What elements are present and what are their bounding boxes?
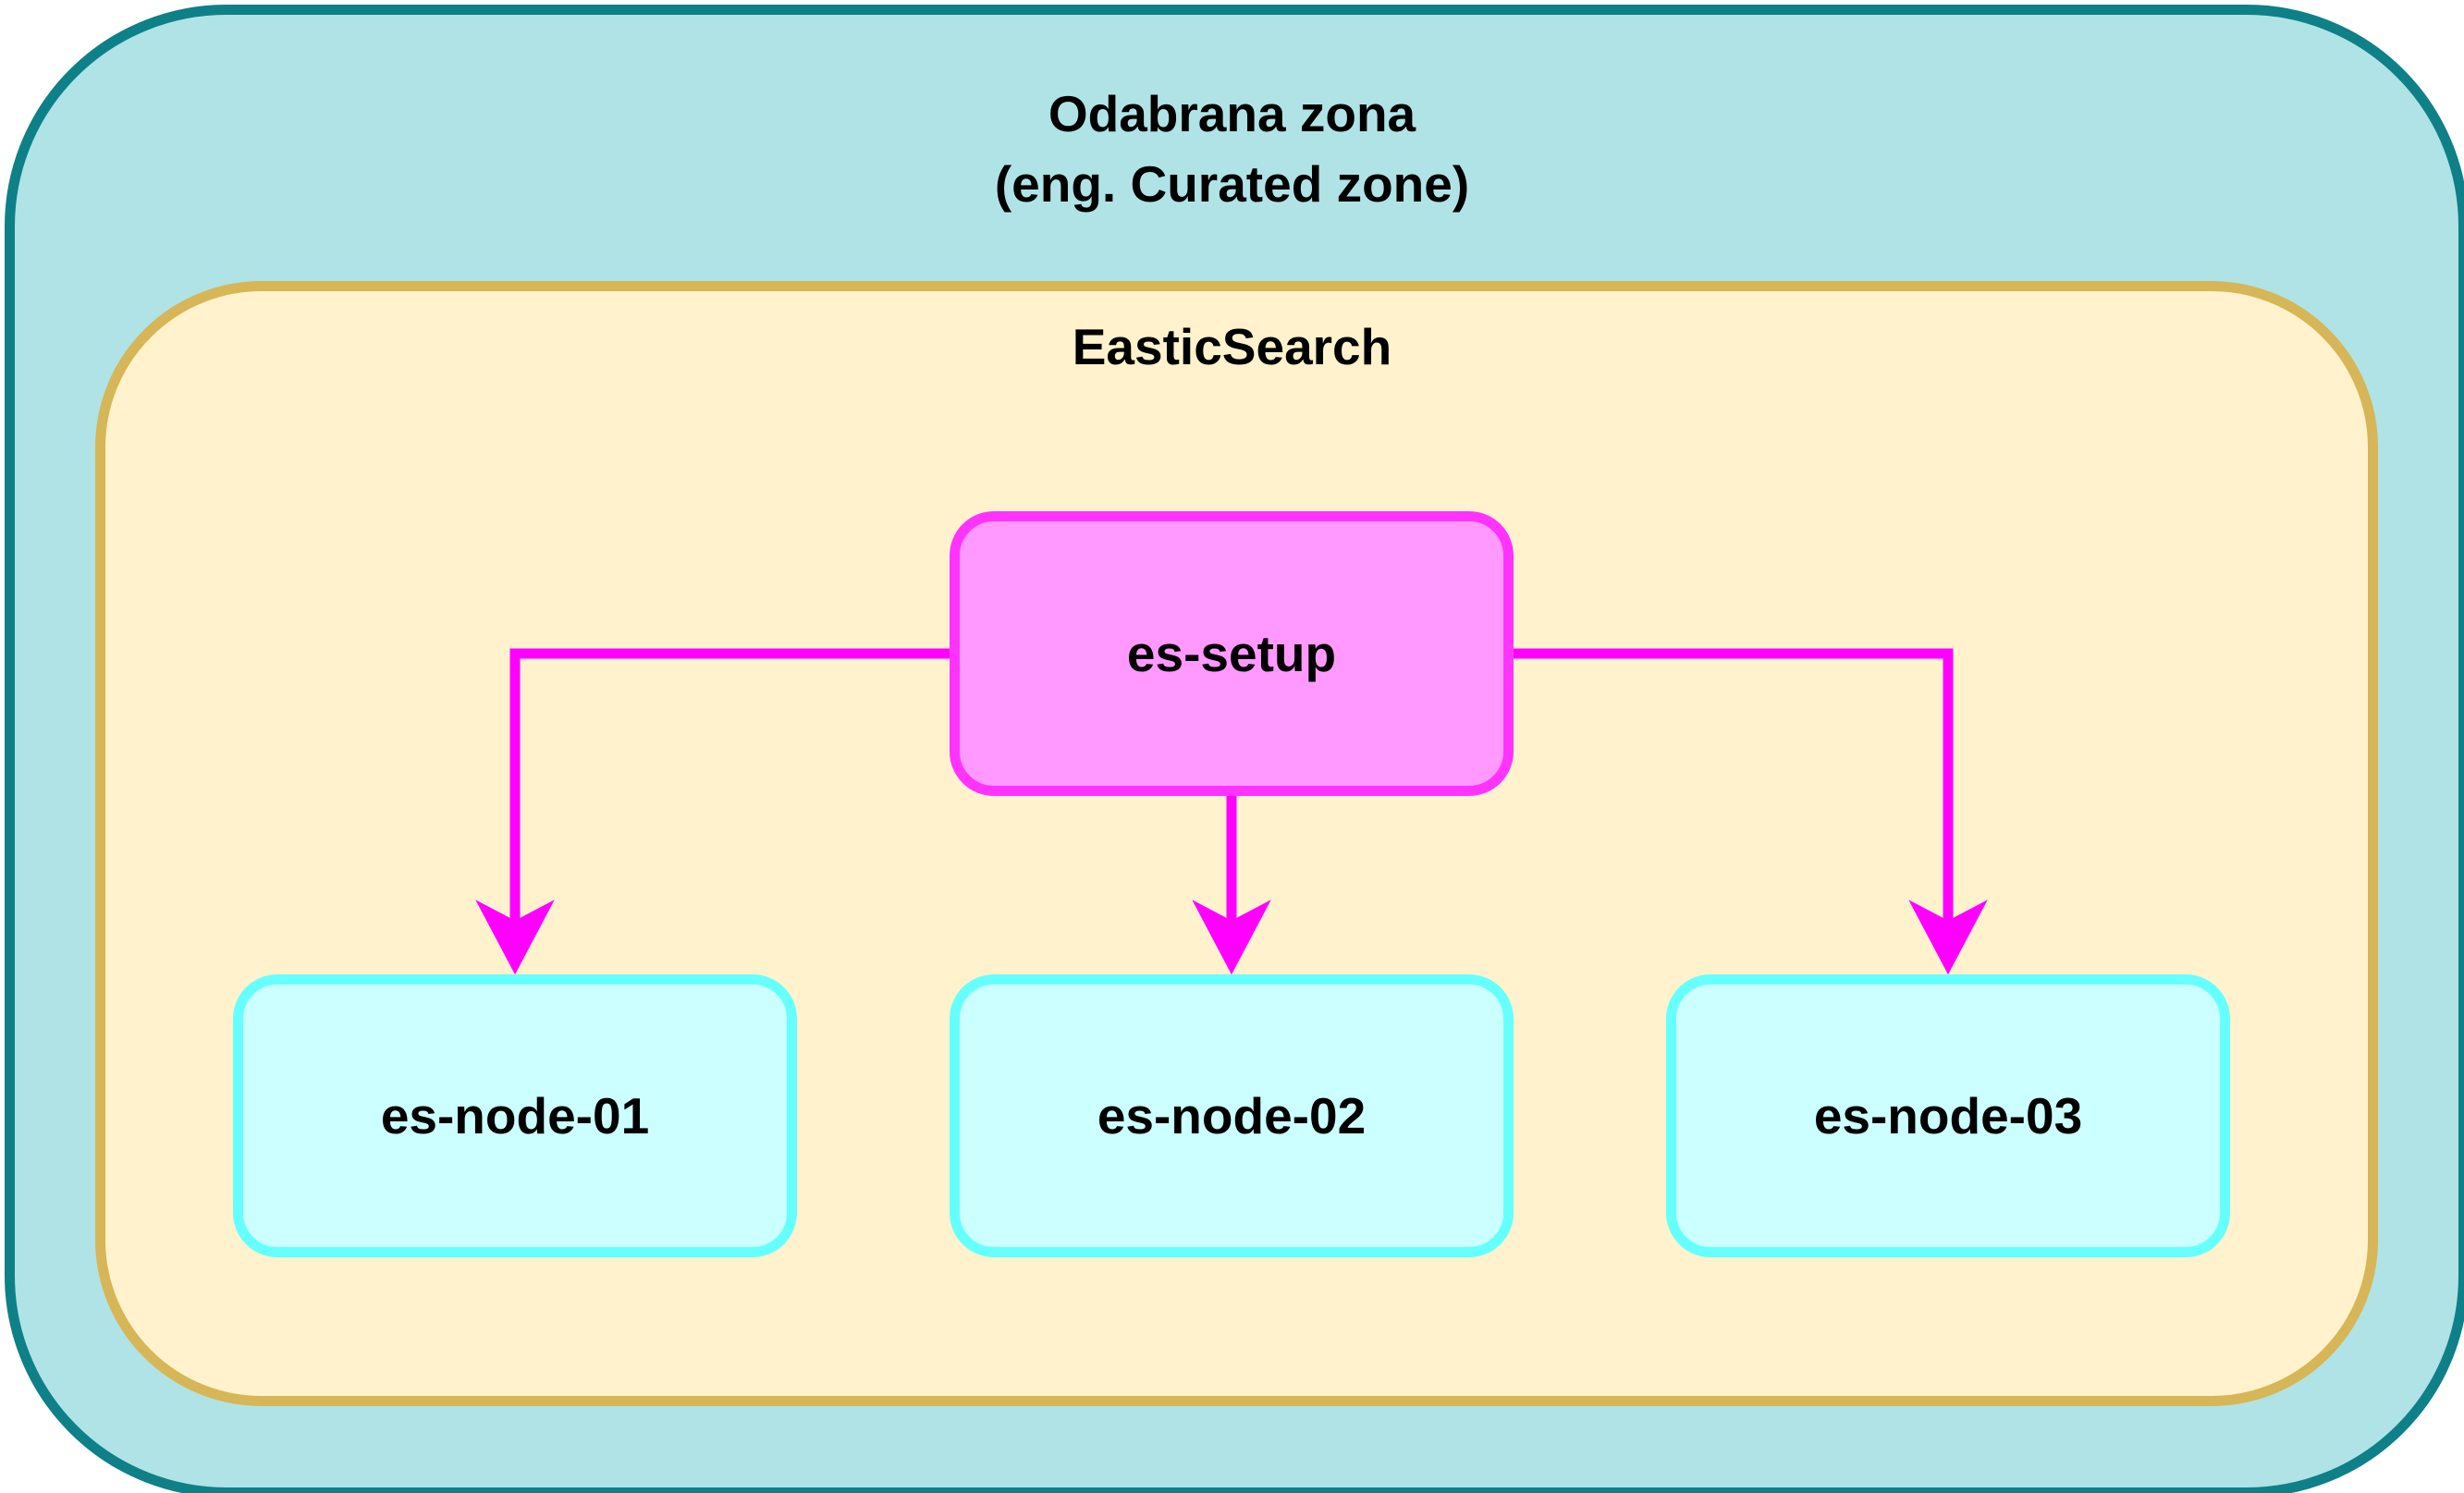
es-setup-node: es-setup xyxy=(950,511,1514,796)
es-node-03: es-node-03 xyxy=(1666,974,2230,1257)
edge-setup-to-node-01 xyxy=(509,648,950,934)
zone-title-line1: Odabrana zona xyxy=(1048,85,1416,142)
arrowhead-node-01 xyxy=(475,899,555,975)
es-node-02: es-node-02 xyxy=(950,974,1514,1257)
edge-setup-to-node-03 xyxy=(1514,648,1954,934)
es-node-01-label: es-node-01 xyxy=(380,1087,650,1144)
es-setup-label: es-setup xyxy=(1126,625,1337,682)
cluster-title: EasticSearch xyxy=(1072,318,1392,375)
arrowhead-node-02 xyxy=(1192,899,1271,975)
curated-zone-title: Odabrana zona (eng. Curated zone) xyxy=(0,79,2464,219)
es-node-02-label: es-node-02 xyxy=(1097,1087,1367,1144)
zone-title-line2: (eng. Curated zone) xyxy=(994,155,1470,213)
arrowhead-node-03 xyxy=(1908,899,1988,975)
es-node-03-label: es-node-03 xyxy=(1813,1087,2083,1144)
es-node-01: es-node-01 xyxy=(233,974,797,1257)
